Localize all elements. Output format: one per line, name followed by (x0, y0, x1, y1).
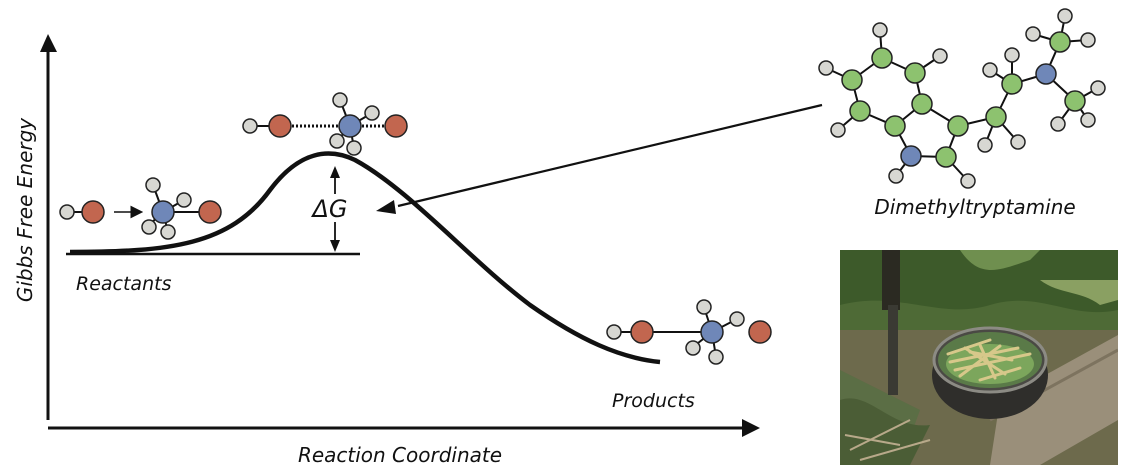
products-label: Products (612, 390, 695, 412)
hydrogen-atom (1004, 47, 1020, 63)
nitrogen-atom (338, 114, 362, 138)
hydrogen-atom (364, 105, 380, 121)
hydrogen-atom (606, 324, 622, 340)
delta-g-marker: ΔG (310, 166, 348, 252)
hydrogen-atom (1080, 32, 1096, 48)
hydrogen-atom (729, 311, 745, 327)
hydrogen-atom (332, 92, 348, 108)
carbon-atom (1049, 31, 1071, 53)
hydrogen-atom (685, 340, 701, 356)
pointer-line (397, 103, 823, 208)
oxygen-atom (198, 200, 222, 224)
hydrogen-atom (59, 204, 75, 220)
x-axis-label: Reaction Coordinate (298, 443, 502, 467)
x-axis-arrowhead (742, 419, 760, 437)
carbon-atom (935, 146, 957, 168)
carbon-atom (985, 106, 1007, 128)
hydrogen-atom (818, 60, 834, 76)
nitrogen-atom (151, 200, 175, 224)
oxygen-atom (630, 320, 654, 344)
hydrogen-atom (1080, 112, 1096, 128)
hydrogen-atom (830, 122, 846, 138)
hydrogen-atom (346, 140, 362, 156)
carbon-atom (904, 62, 926, 84)
hydrogen-atom (982, 62, 998, 78)
hydrogen-atom (1010, 134, 1026, 150)
carbon-atom (884, 115, 906, 137)
hydrogen-atom (977, 137, 993, 153)
pointer-arrowhead (376, 200, 396, 214)
reactants-label: Reactants (76, 273, 172, 295)
oxygen-atom (384, 114, 408, 138)
axes (40, 34, 760, 437)
carbon-atom (911, 93, 933, 115)
energy-curve (69, 151, 661, 365)
nitrogen-atom (700, 320, 724, 344)
carbon-atom (871, 47, 893, 69)
hydrogen-atom (145, 177, 161, 193)
carbon-atom (849, 100, 871, 122)
hydrogen-atom (1057, 8, 1073, 24)
hydrogen-atom (160, 224, 176, 240)
hydrogen-atom (176, 192, 192, 208)
carbon-atom (947, 115, 969, 137)
y-axis-arrowhead (40, 34, 57, 52)
oxygen-atom (268, 114, 292, 138)
transition-state-molecule (242, 92, 408, 156)
hydrogen-atom (932, 48, 948, 64)
molecule-name-label: Dimethyltryptamine (874, 195, 1075, 219)
nitrogen-atom (1035, 63, 1057, 85)
hydrogen-atom (141, 219, 157, 235)
oxygen-atom (748, 320, 772, 344)
hydrogen-atom (242, 118, 258, 134)
hydrogen-atom (329, 133, 345, 149)
hydrogen-atom (696, 299, 712, 315)
carbon-atom (841, 69, 863, 91)
y-axis-label: Gibbs Free Energy (13, 117, 37, 302)
reactant-molecule (59, 177, 222, 240)
product-molecule (606, 299, 772, 365)
hydrogen-atom (888, 168, 904, 184)
nitrogen-atom (900, 145, 922, 167)
hydrogen-atom (708, 349, 724, 365)
hydrogen-atom (1050, 116, 1066, 132)
carbon-atom (1001, 73, 1023, 95)
oxygen-atom (81, 200, 105, 224)
carbon-atom (1064, 90, 1086, 112)
hydrogen-atom (960, 173, 976, 189)
hydrogen-atom (872, 22, 888, 38)
delta-g-label: ΔG (310, 195, 347, 223)
hydrogen-atom (1025, 26, 1041, 42)
hydrogen-atom (1090, 80, 1106, 96)
cooking-pot-photo (840, 250, 1118, 465)
dmt-molecule (818, 8, 1106, 189)
